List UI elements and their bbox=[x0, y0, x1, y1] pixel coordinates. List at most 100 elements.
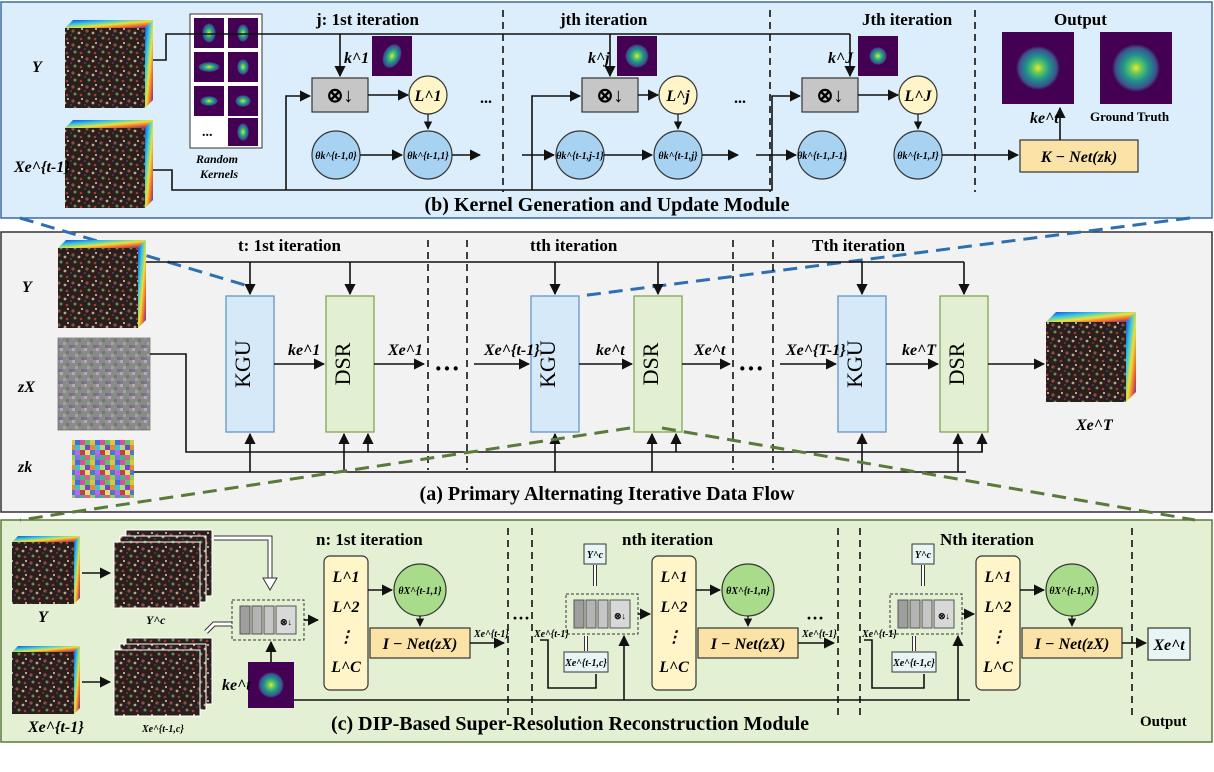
svg-text:I − Net(zX): I − Net(zX) bbox=[1034, 636, 1110, 653]
xe1-label: Xe^1 bbox=[387, 342, 423, 359]
k1-label: k^1 bbox=[344, 50, 369, 67]
svg-text:K − Net(zk): K − Net(zk) bbox=[1040, 149, 1117, 166]
svg-text:Xe^{t-1,c}: Xe^{t-1,c} bbox=[564, 658, 607, 669]
svg-text:DSR: DSR bbox=[330, 342, 355, 385]
svg-text:⊗↓: ⊗↓ bbox=[280, 617, 292, 627]
y-label-c: Y bbox=[38, 609, 49, 626]
svg-text:⊗↓: ⊗↓ bbox=[597, 85, 624, 107]
svg-text:L^C: L^C bbox=[330, 659, 361, 676]
keT-label: ke^T bbox=[902, 342, 937, 359]
x-cube-b bbox=[65, 120, 153, 208]
svg-text:θX^{t-1,1}: θX^{t-1,1} bbox=[398, 586, 442, 597]
svg-text:KGU: KGU bbox=[230, 340, 255, 388]
svg-text:⋮: ⋮ bbox=[666, 629, 682, 646]
svg-text:I − Net(zX): I − Net(zX) bbox=[382, 636, 458, 653]
svg-text:⊗↓: ⊗↓ bbox=[614, 611, 626, 621]
y-cube-b bbox=[65, 20, 153, 108]
svg-text:θk^{t-1,j}: θk^{t-1,j} bbox=[658, 151, 698, 162]
conv-down-stack-N bbox=[889, 593, 963, 635]
y-label-b: Y bbox=[32, 59, 43, 76]
svg-text:L^1: L^1 bbox=[332, 569, 360, 586]
yc-label: Y^c bbox=[146, 613, 166, 627]
zk-noise-image bbox=[72, 440, 134, 498]
svg-text:L^2: L^2 bbox=[984, 599, 1012, 616]
svg-text:Xe^{t-1}: Xe^{t-1} bbox=[533, 629, 569, 640]
dots-a-2: ··· bbox=[738, 354, 764, 383]
xc-box-n bbox=[563, 651, 609, 673]
xet1-label: Xe^{t-1} bbox=[483, 342, 540, 359]
loss-column-n bbox=[651, 555, 697, 691]
theta-circle-Ja bbox=[797, 130, 847, 180]
yc-box-N bbox=[911, 543, 935, 565]
iter-title-a-t: tth iteration bbox=[530, 236, 618, 255]
svg-text:I − Net(zX): I − Net(zX) bbox=[710, 636, 786, 653]
kj-label: k^j bbox=[588, 50, 610, 67]
conv-down-stack-n bbox=[565, 593, 639, 635]
i-net-box-1 bbox=[369, 627, 471, 659]
zx-label: zX bbox=[17, 379, 35, 396]
ellipsis-b-1: ... bbox=[480, 90, 492, 107]
y-cube-c bbox=[12, 536, 80, 604]
output-title-b: Output bbox=[1054, 10, 1107, 29]
random-kernels-label-2: Kernels bbox=[199, 167, 238, 181]
output-cube-a bbox=[1046, 312, 1136, 402]
svg-text:⊗↓: ⊗↓ bbox=[938, 611, 950, 621]
ket-label-a: ke^t bbox=[596, 342, 625, 359]
kgu-block-1 bbox=[225, 295, 275, 433]
caption-b: (b) Kernel Generation and Update Module bbox=[425, 194, 790, 216]
y-label-a: Y bbox=[22, 279, 33, 296]
svg-text:θk^{t-1,j-1}: θk^{t-1,j-1} bbox=[556, 151, 604, 162]
ket-label-b: ke^t bbox=[1030, 110, 1059, 127]
svg-text:Xe^{t-1}: Xe^{t-1} bbox=[473, 629, 509, 640]
svg-text:Xe^t: Xe^t bbox=[1152, 637, 1185, 654]
svg-text:L^j: L^j bbox=[665, 88, 690, 105]
iter-title-b-1: j: 1st iteration bbox=[315, 10, 419, 29]
svg-text:⋮: ⋮ bbox=[990, 629, 1006, 646]
kJ-label: k^J bbox=[828, 50, 854, 67]
conv-down-op-j bbox=[581, 77, 639, 113]
y-cube-a bbox=[58, 240, 146, 328]
kgu-block-T bbox=[837, 295, 887, 433]
iter-title-c-N: Nth iteration bbox=[940, 530, 1035, 549]
ke1-label: ke^1 bbox=[288, 342, 320, 359]
ke-label-c: ke^t bbox=[222, 677, 251, 694]
ground-truth-label: Ground Truth bbox=[1090, 109, 1170, 124]
output-label-c: Output bbox=[1140, 714, 1187, 730]
ellipsis-b-2: ... bbox=[734, 90, 746, 107]
xc-stack bbox=[113, 637, 213, 717]
svg-text:DSR: DSR bbox=[638, 342, 663, 385]
zx-noise-image bbox=[57, 337, 151, 431]
loss-column-1 bbox=[323, 555, 369, 691]
svg-text:L^J: L^J bbox=[904, 88, 933, 105]
iter-title-b-J: Jth iteration bbox=[862, 10, 953, 29]
dots-a-1: ··· bbox=[434, 354, 460, 383]
conv-down-op-1 bbox=[311, 77, 369, 113]
caption-a: (a) Primary Alternating Iterative Data F… bbox=[420, 483, 795, 505]
random-kernels-label: Random bbox=[195, 152, 238, 166]
dots-c-0: ··· bbox=[512, 608, 530, 628]
svg-text:L^2: L^2 bbox=[660, 599, 688, 616]
iter-title-a-1: t: 1st iteration bbox=[238, 236, 341, 255]
svg-text:L^1: L^1 bbox=[414, 88, 442, 105]
svg-text:Xe^{t-1}: Xe^{t-1} bbox=[861, 629, 897, 640]
svg-text:θX^{t-1,n}: θX^{t-1,n} bbox=[726, 586, 770, 597]
svg-text:L^2: L^2 bbox=[332, 599, 360, 616]
iter-title-a-T: Tth iteration bbox=[812, 236, 906, 255]
xeT-label: Xe^T bbox=[1075, 417, 1114, 434]
svg-text:KGU: KGU bbox=[535, 340, 560, 388]
svg-text:⊗↓: ⊗↓ bbox=[327, 85, 354, 107]
i-net-box-N bbox=[1021, 627, 1123, 659]
iter-title-b-j: jth iteration bbox=[559, 10, 648, 29]
zoom-line-c-left bbox=[19, 426, 631, 522]
xet-label-a: Xe^t bbox=[693, 342, 726, 359]
svg-text:⊗↓: ⊗↓ bbox=[817, 85, 844, 107]
random-kernels-grid bbox=[189, 13, 263, 149]
svg-text:θk^{t-1,1}: θk^{t-1,1} bbox=[407, 151, 449, 162]
xc-label: Xe^{t-1,c} bbox=[141, 724, 184, 735]
yc-box-n bbox=[583, 543, 607, 565]
svg-text:DSR: DSR bbox=[944, 342, 969, 385]
zoom-line-b-right bbox=[579, 216, 1191, 298]
zoom-line-c-right bbox=[661, 426, 1196, 522]
svg-text:L^C: L^C bbox=[982, 659, 1013, 676]
